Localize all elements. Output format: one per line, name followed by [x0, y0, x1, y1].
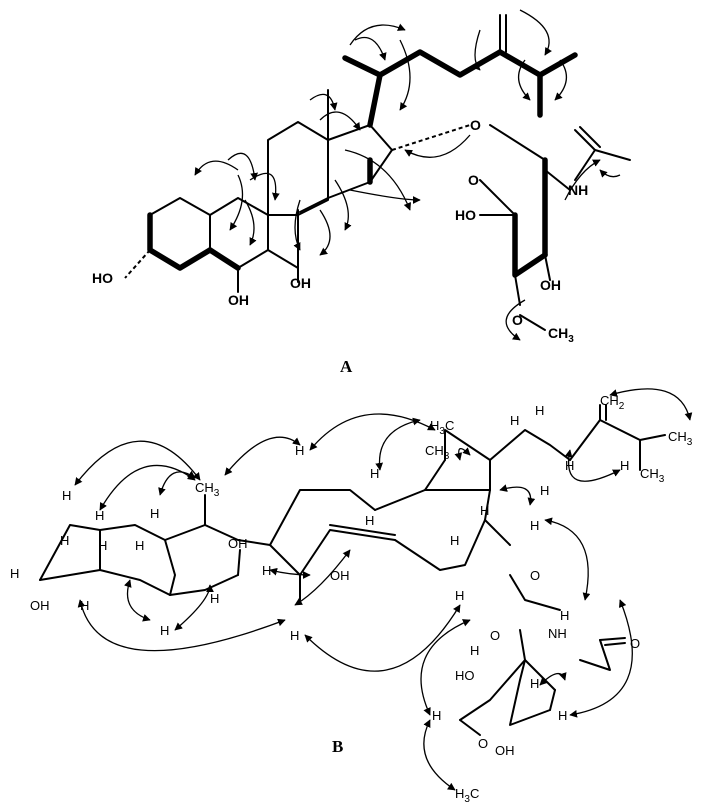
- b-h-5: H: [150, 506, 159, 521]
- b-h-28: H: [432, 708, 441, 723]
- a-ho-ch2: HO: [455, 207, 476, 223]
- b-h-21: H: [535, 403, 544, 418]
- b-oh-4: OH: [495, 743, 515, 758]
- b-h-10: H: [210, 591, 219, 606]
- b-o-4: O: [478, 736, 488, 751]
- b-h-2: H: [62, 488, 71, 503]
- a-o-methoxy: O: [512, 312, 523, 328]
- b-ch3-a: CH3: [668, 429, 693, 448]
- b-ch3-d: CH3: [425, 443, 450, 462]
- b-oh-2: OH: [228, 536, 248, 551]
- b-oh-3: OH: [330, 568, 350, 583]
- b-h-23: H: [565, 458, 574, 473]
- b-o-2: O: [490, 628, 500, 643]
- b-h-16: H: [450, 533, 459, 548]
- a-oh-c6: OH: [228, 292, 249, 308]
- panel-a-structure: HO OH OH O O NH HO OH O CH3 A: [92, 9, 631, 376]
- b-h-20: H: [510, 413, 519, 428]
- b-h-26: H: [530, 676, 539, 691]
- b-h-3: H: [95, 508, 104, 523]
- b-h-6: H: [98, 538, 107, 553]
- b-h-7: H: [135, 538, 144, 553]
- b-h-24: H: [620, 458, 629, 473]
- b-h-19: H: [530, 518, 539, 533]
- b-nh: NH: [548, 626, 567, 641]
- b-ch3-b: CH3: [640, 466, 665, 485]
- b-h-14: H: [370, 466, 379, 481]
- b-h-18: H: [480, 503, 489, 518]
- b-h-9: H: [160, 623, 169, 638]
- b-o-1: O: [530, 568, 540, 583]
- b-h-1: H: [10, 566, 19, 581]
- panel-b-structure: CH2 CH3 CH3 CH3 CH3 H3C H3C OH OH OH OH …: [10, 388, 693, 805]
- a-ch3-methoxy: CH3: [548, 325, 574, 345]
- panel-b-label: B: [332, 737, 343, 756]
- b-h3c-b: H3C: [455, 786, 479, 805]
- a-oh-sugar: OH: [540, 277, 561, 293]
- b-ho: HO: [455, 668, 475, 683]
- a-oh-c7: OH: [290, 275, 311, 291]
- b-h-13: H: [295, 443, 304, 458]
- a-o-ring: O: [468, 172, 479, 188]
- b-ch3-c: CH3: [195, 480, 220, 499]
- a-o-link: O: [470, 117, 481, 133]
- a-nh: NH: [568, 182, 588, 198]
- b-h-8: H: [80, 598, 89, 613]
- b-h-15: H: [365, 513, 374, 528]
- b-h-11: H: [262, 563, 271, 578]
- b-h3c-a: H3C: [430, 418, 454, 437]
- b-ch2: CH2: [600, 393, 625, 412]
- b-h-27: H: [558, 708, 567, 723]
- b-h-17: H: [455, 588, 464, 603]
- b-h-4: H: [60, 533, 69, 548]
- b-h-12: H: [290, 628, 299, 643]
- b-h-25: H: [560, 608, 569, 623]
- b-oh-1: OH: [30, 598, 50, 613]
- panel-a-label: A: [340, 357, 353, 376]
- b-h-22: H: [540, 483, 549, 498]
- b-o-3: O: [630, 636, 640, 651]
- a-ho-ring: HO: [92, 270, 113, 286]
- b-h-29: H: [470, 643, 479, 658]
